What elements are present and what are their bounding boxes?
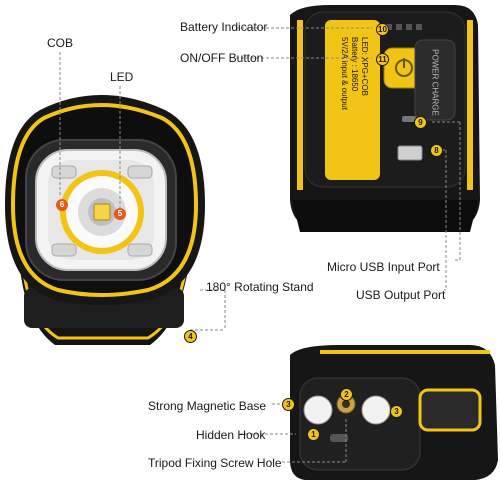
lamp-head	[5, 95, 205, 305]
callout-2: 2	[340, 388, 353, 401]
callout-8: 8	[430, 144, 443, 157]
callout-6: 6	[56, 199, 68, 211]
power-charge-text: POWER CHARGE	[430, 49, 440, 116]
callout-3a: 3	[282, 398, 295, 411]
label-on-off-button: ON/OFF Button	[180, 51, 264, 65]
label-usb-output-port: USB Output Port	[356, 288, 446, 302]
label-rotating-stand: 180° Rotating Stand	[206, 280, 314, 294]
bottom-view	[290, 345, 498, 480]
callout-3b: 3	[390, 405, 403, 418]
callout-4: 4	[184, 330, 197, 343]
label-micro-usb-port: Micro USB Input Port	[327, 260, 440, 274]
spec-io: 5V/2A input & output	[340, 37, 349, 110]
label-hidden-hook: Hidden Hook	[196, 428, 266, 442]
back-view	[290, 5, 480, 232]
callout-10: 10	[376, 23, 389, 36]
back-spec-label: LED: XPG+COB Battery : 18650 5V/2A input…	[330, 30, 378, 170]
label-tripod-hole: Tripod Fixing Screw Hole	[148, 456, 282, 470]
callout-11: 11	[376, 53, 389, 66]
label-magnetic-base: Strong Magnetic Base	[148, 399, 267, 413]
label-battery-indicator: Battery Indicator	[180, 20, 268, 34]
spec-led: LED: XPG+COB	[360, 37, 369, 96]
label-cob: COB	[47, 36, 74, 50]
spec-battery: Battery : 18650	[350, 37, 359, 92]
callout-1: 1	[307, 428, 320, 441]
label-led: LED	[110, 70, 134, 84]
callout-5: 5	[114, 208, 126, 220]
leader-lines	[59, 27, 461, 463]
rubber-flap: POWER CHARGE	[412, 49, 458, 116]
callout-9: 9	[414, 116, 427, 129]
